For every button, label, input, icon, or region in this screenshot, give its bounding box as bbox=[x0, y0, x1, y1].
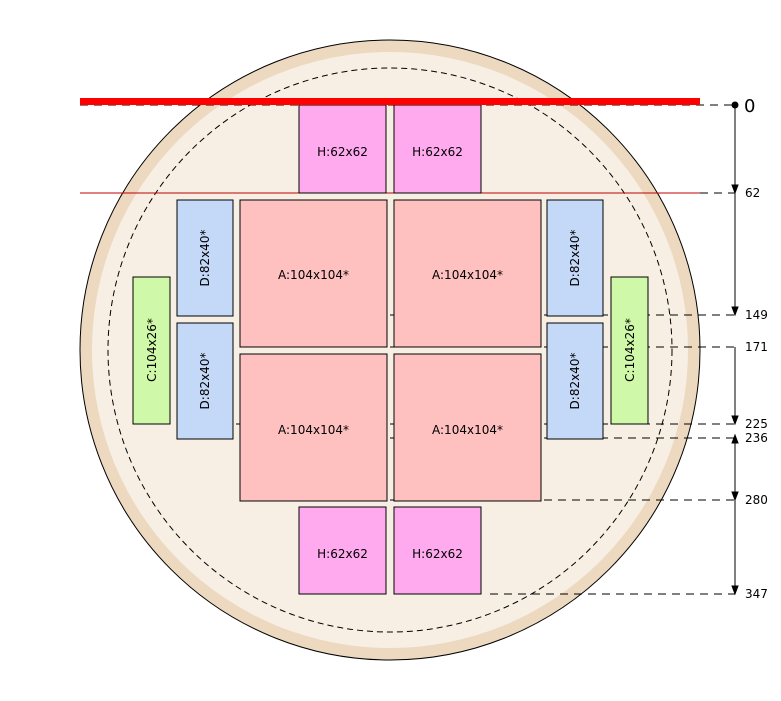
label-h-bottom-right: H:62x62 bbox=[412, 547, 463, 561]
label-h-bottom-left: H:62x62 bbox=[317, 547, 368, 561]
label-a-bottom-left: A:104x104* bbox=[278, 423, 349, 437]
die-labels: H:62x62 H:62x62 A:104x104* A:104x104* A:… bbox=[145, 145, 637, 561]
die-d-right-top[interactable] bbox=[546, 199, 604, 317]
flat-reference-line bbox=[80, 98, 700, 105]
dim-label-62: 62 bbox=[745, 186, 760, 200]
wafer-keep-out-circle bbox=[107, 67, 673, 633]
dim-label-280: 280 bbox=[745, 493, 768, 507]
die-d-left-bottom[interactable] bbox=[176, 322, 234, 440]
label-d-left-bottom: D:82x40* bbox=[198, 353, 212, 410]
dim-label-347: 347 bbox=[745, 587, 768, 601]
arrowhead-62 bbox=[731, 184, 739, 195]
die-d-right-bottom[interactable] bbox=[546, 322, 604, 440]
label-c-left: C:104x26* bbox=[145, 318, 159, 382]
die-a-bottom-left[interactable] bbox=[239, 353, 388, 502]
arrowhead-225 bbox=[731, 415, 739, 426]
die-h-bottom-left[interactable] bbox=[298, 506, 387, 595]
label-d-left-top: D:82x40* bbox=[198, 230, 212, 287]
label-a-top-left: A:104x104* bbox=[278, 268, 349, 282]
label-c-right: C:104x26* bbox=[623, 318, 637, 382]
die-a-bottom-right[interactable] bbox=[393, 353, 542, 502]
origin-dot bbox=[731, 101, 739, 109]
dim-label-0: 0 bbox=[744, 96, 755, 117]
dimension-labels: 0 62 149 171 225 236 280 347 bbox=[744, 96, 768, 601]
arrowhead-149 bbox=[731, 306, 739, 317]
dies bbox=[132, 104, 649, 595]
label-a-top-right: A:104x104* bbox=[432, 268, 503, 282]
label-d-right-bottom: D:82x40* bbox=[568, 353, 582, 410]
dim-label-236: 236 bbox=[745, 431, 768, 445]
die-a-top-left[interactable] bbox=[239, 199, 388, 348]
dim-label-171: 171 bbox=[745, 340, 768, 354]
die-h-top-left[interactable] bbox=[298, 104, 387, 194]
die-h-bottom-right[interactable] bbox=[393, 506, 482, 595]
dim-label-225: 225 bbox=[745, 417, 768, 431]
arrowhead-347 bbox=[731, 585, 739, 596]
label-a-bottom-right: A:104x104* bbox=[432, 423, 503, 437]
die-c-left[interactable] bbox=[132, 276, 171, 425]
dimension-arrows bbox=[731, 101, 739, 596]
die-c-right[interactable] bbox=[610, 276, 649, 425]
label-d-right-top: D:82x40* bbox=[568, 230, 582, 287]
dim-label-149: 149 bbox=[745, 308, 768, 322]
label-h-top-right: H:62x62 bbox=[412, 145, 463, 159]
label-h-top-left: H:62x62 bbox=[317, 145, 368, 159]
die-d-left-top[interactable] bbox=[176, 199, 234, 317]
die-a-top-right[interactable] bbox=[393, 199, 542, 348]
arrowhead-280 bbox=[731, 491, 739, 502]
die-h-top-right[interactable] bbox=[393, 104, 482, 194]
